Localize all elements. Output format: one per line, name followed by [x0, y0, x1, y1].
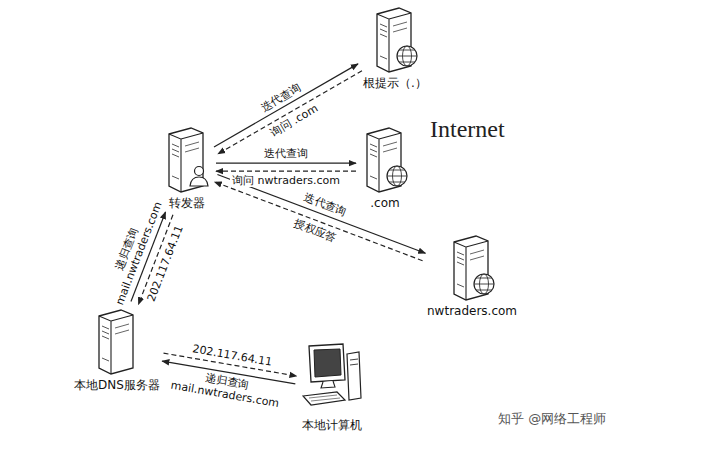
server-node: 根提示（.）: [363, 4, 427, 90]
server-node: 本地计算机: [299, 340, 365, 432]
query-arrow: [214, 64, 358, 147]
server-icon: [91, 306, 143, 376]
server-icon: [446, 232, 498, 302]
node-label: .com: [359, 196, 411, 210]
node-label: nwtraders.com: [427, 304, 517, 318]
node-label: 转发器: [161, 196, 213, 210]
server-icon: [161, 124, 213, 194]
server-node: nwtraders.com: [427, 232, 517, 318]
reply-arrow: [216, 171, 356, 172]
edge-label: 迭代查询: [262, 147, 310, 160]
server-icon: [369, 4, 421, 74]
region-label: Internet: [430, 116, 505, 143]
edge-label: 202.117.64.11: [189, 342, 274, 369]
server-node: 本地DNS服务器: [74, 306, 160, 392]
computer-icon: [299, 340, 365, 416]
node-label: 根提示（.）: [363, 76, 427, 90]
query-arrow: [216, 163, 356, 164]
server-node: .com: [359, 124, 411, 210]
reply-arrow: [218, 71, 362, 154]
watermark: 知乎 @网络工程师: [498, 410, 606, 428]
server-icon: [359, 124, 411, 194]
server-node: 转发器: [161, 124, 213, 210]
reply-arrow: [215, 182, 423, 261]
edge-label: 询问 nwtraders.com: [230, 174, 342, 187]
node-label: 本地DNS服务器: [74, 378, 160, 392]
node-label: 本地计算机: [299, 418, 365, 432]
